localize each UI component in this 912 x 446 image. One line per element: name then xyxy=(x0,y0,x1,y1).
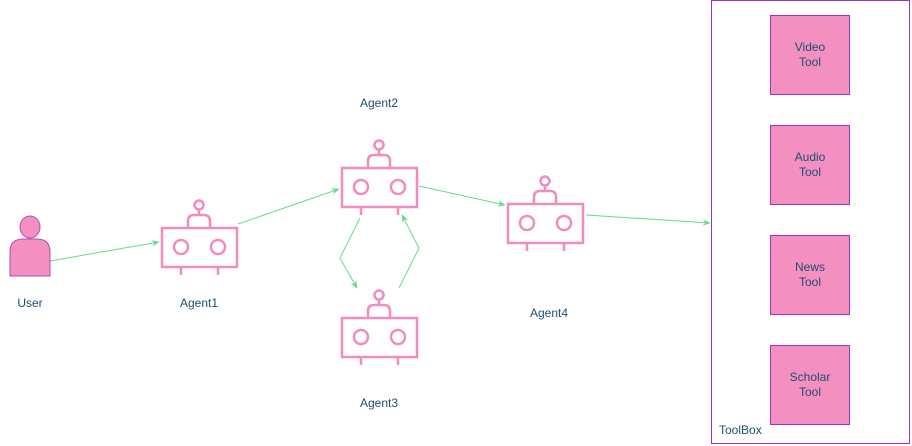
agent2-robot-icon[interactable] xyxy=(340,139,419,216)
user-icon[interactable] xyxy=(9,215,51,277)
news-tool[interactable]: News Tool xyxy=(770,235,850,315)
scholar-tool-label: Scholar Tool xyxy=(789,370,831,399)
video-tool[interactable]: Video Tool xyxy=(770,15,850,95)
agent4-label: Agent4 xyxy=(529,306,569,320)
agent4-robot-icon[interactable] xyxy=(506,175,585,252)
video-tool-label: Video Tool xyxy=(794,40,826,69)
agent2-label: Agent2 xyxy=(359,96,399,110)
agent3-robot-icon[interactable] xyxy=(340,289,419,366)
agent1-label: Agent1 xyxy=(179,296,219,310)
arrow-agent2-to-agent4 xyxy=(418,185,506,207)
agent3-label: Agent3 xyxy=(359,396,399,410)
user-label: User xyxy=(17,296,43,310)
scholar-tool[interactable]: Scholar Tool xyxy=(770,345,850,425)
toolbox-container xyxy=(711,0,910,444)
news-tool-label: News Tool xyxy=(794,260,825,289)
arrow-agent2-to-agent3 xyxy=(339,217,361,289)
agent1-robot-icon[interactable] xyxy=(160,199,239,276)
connectors xyxy=(49,185,711,289)
arrow-user-to-agent1 xyxy=(49,240,160,262)
toolbox-label: ToolBox xyxy=(719,423,762,437)
arrow-agent1-to-agent2 xyxy=(237,188,340,225)
arrow-agent4-to-toolbox xyxy=(585,214,711,226)
audio-tool[interactable]: Audio Tool xyxy=(770,125,850,205)
arrow-agent3-to-agent2 xyxy=(398,214,420,289)
audio-tool-label: Audio Tool xyxy=(794,150,826,179)
